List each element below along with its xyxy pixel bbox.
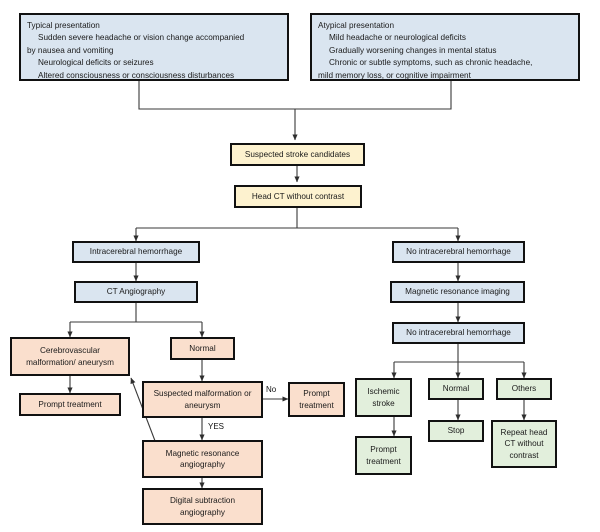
atypical-presentation-item-4: mild memory loss, or cognitive impairmen… xyxy=(318,70,471,80)
node-label: Head CT without contrast xyxy=(251,191,345,201)
node-label: Cerebrovascular malformation/ aneurysm xyxy=(26,346,114,367)
node-label: Prompt treatment xyxy=(38,399,102,409)
node-normal-cta[interactable]: Normal xyxy=(170,337,235,360)
atypical-presentation-heading: Atypical presentation xyxy=(318,21,395,30)
node-suspected-stroke-candidates[interactable]: Suspected stroke candidates xyxy=(230,143,365,166)
node-label: Repeat head CT without contrast xyxy=(500,428,548,460)
node-label: Magnetic resonance angiography xyxy=(165,448,240,469)
node-label: Magnetic resonance imaging xyxy=(405,287,510,297)
node-label: Normal xyxy=(442,384,470,394)
node-prompt-treatment-right[interactable]: Prompt treatment xyxy=(355,436,412,475)
node-others[interactable]: Others xyxy=(496,378,552,400)
node-head-ct-without-contrast[interactable]: Head CT without contrast xyxy=(234,185,362,208)
node-label: Digital subtraction angiography xyxy=(169,496,236,517)
node-label: Prompt treatment xyxy=(366,445,401,466)
node-label: Stop xyxy=(447,426,465,436)
node-prompt-treatment-middle[interactable]: Prompt treatment xyxy=(288,382,345,417)
node-label: Intracerebral hemorrhage xyxy=(89,247,183,257)
node-stop[interactable]: Stop xyxy=(428,420,484,442)
node-repeat-head-ct-without-contrast[interactable]: Repeat head CT without contrast xyxy=(491,420,557,468)
node-cerebrovascular-malformation-aneurysm[interactable]: Cerebrovascular malformation/ aneurysm xyxy=(10,337,130,376)
atypical-presentation-item-1: Mild headache or neurological deficits xyxy=(329,33,466,43)
atypical-presentation-item-3: Chronic or subtle symptoms, such as chro… xyxy=(329,58,533,68)
node-normal-mri[interactable]: Normal xyxy=(428,378,484,400)
node-prompt-treatment-left[interactable]: Prompt treatment xyxy=(19,393,121,416)
node-suspected-malformation-or-aneurysm[interactable]: Suspected malformation or aneurysm xyxy=(142,381,263,418)
node-magnetic-resonance-angiography[interactable]: Magnetic resonance angiography xyxy=(142,440,263,478)
typical-presentation-item-2: by nausea and vomiting xyxy=(27,45,114,55)
typical-presentation-item-1: Sudden severe headache or vision change … xyxy=(38,33,245,43)
node-label: CT Angiography xyxy=(106,287,166,297)
node-label: No intracerebral hemorrhage xyxy=(406,328,511,338)
node-magnetic-resonance-imaging[interactable]: Magnetic resonance imaging xyxy=(390,281,525,303)
node-no-intracerebral-hemorrhage-1[interactable]: No intracerebral hemorrhage xyxy=(392,241,525,263)
node-label: Suspected malformation or aneurysm xyxy=(153,389,252,410)
node-label: No intracerebral hemorrhage xyxy=(406,247,511,257)
edge-label-yes: YES xyxy=(208,422,225,431)
node-label: Others xyxy=(511,384,537,394)
node-no-intracerebral-hemorrhage-2[interactable]: No intracerebral hemorrhage xyxy=(392,322,525,344)
node-ischemic-stroke[interactable]: Ischemic stroke xyxy=(355,378,412,417)
node-label: Prompt treatment xyxy=(299,389,334,410)
node-digital-subtraction-angiography[interactable]: Digital subtraction angiography xyxy=(142,488,263,525)
node-ct-angiography[interactable]: CT Angiography xyxy=(74,281,198,303)
atypical-presentation-item-2: Gradually worsening changes in mental st… xyxy=(329,45,497,55)
node-intracerebral-hemorrhage[interactable]: Intracerebral hemorrhage xyxy=(72,241,200,263)
node-label: Suspected stroke candidates xyxy=(244,149,351,159)
edge-label-no: No xyxy=(266,385,277,394)
node-label: Normal xyxy=(189,343,216,353)
typical-presentation-heading: Typical presentation xyxy=(27,21,100,30)
typical-presentation-item-4: Altered consciousness or consciousness d… xyxy=(38,70,235,80)
atypical-presentation-box: Atypical presentation Mild headache or n… xyxy=(310,13,580,81)
typical-presentation-box: Typical presentation Sudden severe heada… xyxy=(19,13,289,81)
typical-presentation-item-3: Neurological deficits or seizures xyxy=(38,58,154,68)
node-label: Ischemic stroke xyxy=(367,387,400,408)
